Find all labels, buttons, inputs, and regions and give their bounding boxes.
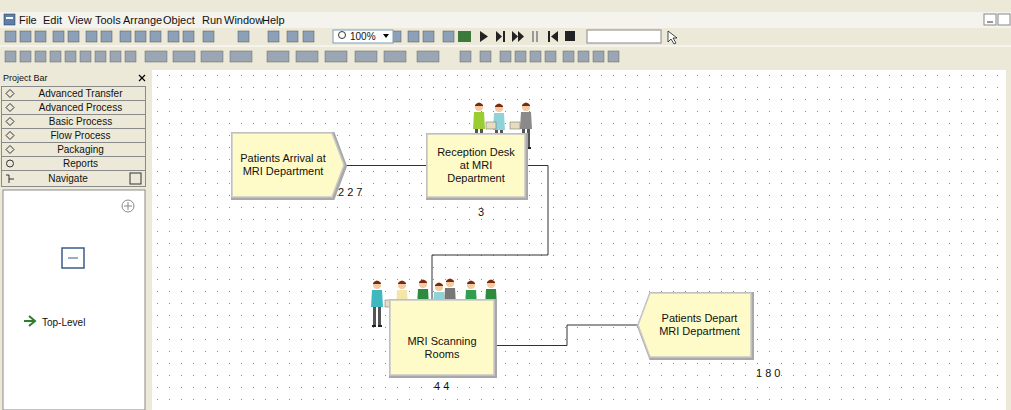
menu-item: View xyxy=(68,14,92,27)
module-label: MRI Scanning Rooms xyxy=(396,335,488,361)
menu-item: Edit xyxy=(43,14,62,27)
zoom-combo: 100% xyxy=(350,30,376,43)
menu-item: Object xyxy=(163,14,195,27)
panel-tab: Packaging xyxy=(18,143,143,156)
menu-item: Help xyxy=(262,14,285,27)
menu-item: Arrange xyxy=(123,14,162,27)
dispose-module: Patients Depart MRI Department xyxy=(638,293,751,357)
menu-item: Run xyxy=(202,14,222,27)
panel-tab: Basic Process xyxy=(18,115,143,128)
module-label: Patients Arrival at MRI Department xyxy=(240,152,326,178)
panel-title: Project Bar xyxy=(3,72,48,85)
panel-tab: Navigate xyxy=(18,172,118,185)
create-module: Patients Arrival at MRI Department xyxy=(232,133,344,197)
panel-tab: Flow Process xyxy=(18,129,143,142)
connector-line xyxy=(494,325,638,346)
panel-tab: Advanced Transfer xyxy=(18,87,143,100)
module-counter: 1 8 0 xyxy=(756,367,780,380)
entity-figures xyxy=(371,103,532,330)
module-counter: 3 xyxy=(478,206,484,219)
tree-item: Top-Level xyxy=(42,316,85,329)
process-module: MRI Scanning Rooms xyxy=(390,300,494,375)
menu-item: File xyxy=(19,14,37,27)
panel-tab: Reports xyxy=(18,157,143,170)
process-module: Reception Desk at MRI Department xyxy=(427,134,525,197)
module-counter: 4 4 xyxy=(434,380,449,393)
module-counter: 2 2 7 xyxy=(338,186,362,199)
connector-line xyxy=(344,165,427,166)
module-label: Patients Depart MRI Department xyxy=(656,312,743,338)
menu-item: Window xyxy=(224,14,263,27)
module-label: Reception Desk at MRI Department xyxy=(433,146,519,185)
menu-item: Tools xyxy=(95,14,121,27)
panel-tab: Advanced Process xyxy=(18,101,143,114)
